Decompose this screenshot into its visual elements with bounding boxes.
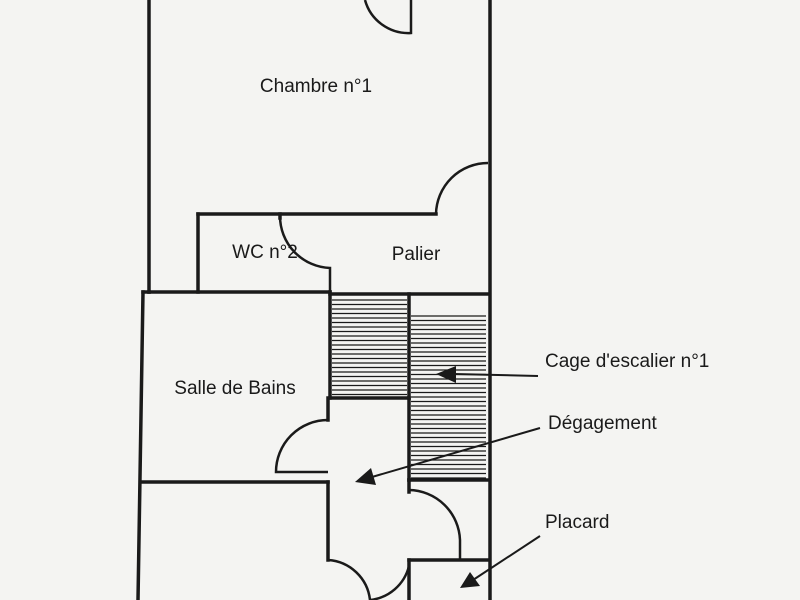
door-arc-bottom-right [369,560,411,600]
door-arc-degagement-right [408,488,462,560]
door-arc-wc [278,215,332,292]
arrow-placard [460,535,541,588]
door-arc-bottom-left [327,558,372,600]
annotation-placard: Placard [545,512,609,533]
room-label-chambre: Chambre n°1 [260,76,372,97]
palier-walls [147,212,438,294]
arrow-degagement [355,427,541,485]
room-label-salle-de-bains: Salle de Bains [174,378,295,399]
annotation-cage-escalier: Cage d'escalier n°1 [545,351,709,372]
door-arc-chambre [363,0,413,35]
door-arc-palier [434,161,489,215]
door-arc-salle-de-bains [274,418,329,474]
degagement-walls [141,396,490,600]
room-label-palier: Palier [392,244,441,265]
stair-steps-left [332,299,407,396]
arrow-cage-escalier [436,366,539,383]
stair-walls [328,290,490,482]
outer-walls [136,0,492,600]
annotation-degagement: Dégagement [548,413,658,434]
room-label-wc: WC n°2 [232,242,298,263]
